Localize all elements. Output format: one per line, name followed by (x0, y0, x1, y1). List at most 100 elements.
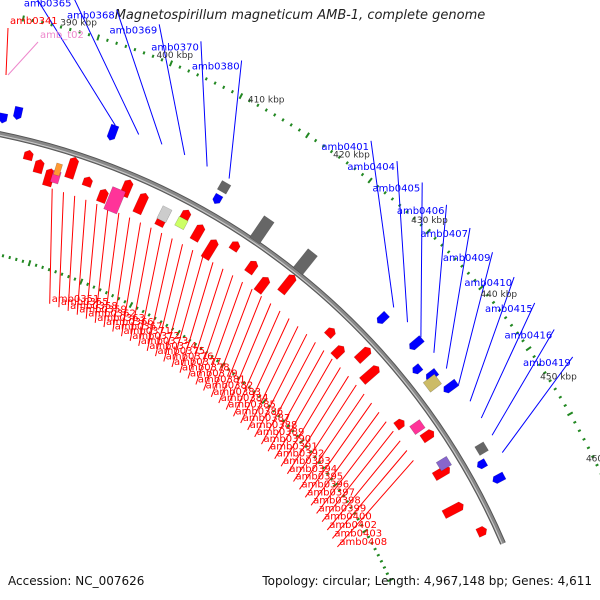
gene-label[interactable]: amb0375 (158, 346, 206, 357)
kbp-tick (182, 334, 186, 339)
olive-feature-box (422, 373, 442, 393)
gene-label[interactable]: amb0407 (420, 229, 468, 240)
leader-line (116, 9, 163, 145)
kbp-tick (362, 528, 369, 534)
gene-label[interactable]: amb0394 (289, 464, 337, 475)
gene-label[interactable]: amb0384 (221, 393, 269, 404)
gene-label[interactable]: amb0376 (166, 352, 214, 363)
kbp-tick (345, 500, 350, 504)
gene-label[interactable]: amb0379 (190, 369, 238, 380)
forward-gene-arrow (189, 224, 206, 243)
kbp-tick (485, 293, 490, 297)
gene-label[interactable]: amb0380 (192, 62, 240, 73)
forward-gene-arrow (200, 239, 219, 262)
gene-label[interactable]: amb0388 (250, 420, 298, 431)
gene-label[interactable]: amb0368 (67, 11, 115, 22)
gene-label[interactable]: amb0396 (302, 479, 350, 490)
gene-label[interactable]: amb0362 (88, 309, 136, 320)
gene-label[interactable]: amb0365 (24, 0, 72, 9)
gene-label[interactable]: amb0410 (464, 278, 512, 289)
gene-label[interactable]: amb0408 (339, 537, 387, 548)
kbp-tick (433, 236, 437, 241)
kbp-tick (67, 274, 70, 279)
reverse-gene-arrow (492, 471, 507, 484)
gene-label[interactable]: amb0397 (307, 487, 355, 498)
reverse-gene-arrow (476, 458, 489, 470)
leader-line (146, 238, 173, 352)
gene-label[interactable]: amb0401 (321, 142, 369, 153)
kbp-tick (376, 553, 381, 557)
kbp-tick (321, 466, 326, 470)
gene-label[interactable]: amb0372 (132, 331, 180, 342)
kbp-tick (313, 138, 318, 143)
leader-line (321, 430, 394, 523)
gene-label[interactable]: amb0398 (313, 495, 361, 506)
gene-label[interactable]: amb0369 (110, 25, 158, 36)
gene-label[interactable]: amb0363 (97, 313, 145, 324)
gene-label[interactable]: amb0377 (174, 357, 222, 368)
kbp-tick (222, 85, 226, 90)
leader-line (501, 356, 574, 453)
kbp-tick (96, 34, 101, 41)
forward-gene-arrow (95, 188, 109, 205)
leader-line (195, 275, 234, 385)
kbp-tick (295, 434, 300, 438)
gene-label[interactable]: amb0370 (151, 42, 199, 53)
gene-label[interactable]: amb0415 (485, 304, 533, 315)
gene-label[interactable]: amb0386 (236, 406, 284, 417)
gene-label[interactable]: amb0399 (319, 503, 367, 514)
gene-label[interactable]: amb0371 (124, 326, 172, 337)
kbp-tick (54, 270, 58, 274)
gene-label[interactable]: amb0355 (61, 297, 109, 308)
kbp-tick (257, 394, 262, 399)
kbp-tick (199, 346, 203, 351)
gene-label[interactable]: amb0366 (106, 317, 154, 328)
leader-line (163, 249, 194, 362)
gene-label[interactable]: amb0385 (228, 400, 276, 411)
gene-label-layer: amb0341amb_t02amb0351amb0355amb0358amb03… (10, 0, 571, 548)
backbone-layer (0, 131, 506, 545)
kbp-tick (128, 301, 134, 309)
kbp-tick (367, 177, 373, 184)
kbp-tick (298, 438, 305, 445)
map-title: Magnetospirillum magneticum AMB-1, compl… (115, 8, 486, 23)
gene-label[interactable]: amb0383 (213, 387, 261, 398)
gene-label[interactable]: amb0419 (523, 358, 571, 369)
gene-label[interactable]: amb0382 (206, 381, 254, 392)
gene-label[interactable]: amb_t02 (40, 30, 84, 41)
gene-label[interactable]: amb0381 (198, 375, 246, 386)
gene-label[interactable]: amb0405 (373, 184, 421, 195)
kbp-tick (360, 172, 365, 177)
gene-label[interactable]: amb0358 (70, 301, 118, 312)
leader-line (37, 0, 116, 126)
gene-label[interactable]: amb0359 (79, 305, 127, 316)
gene-label[interactable]: amb0416 (505, 331, 553, 342)
forward-gene-arrow (22, 149, 34, 162)
leader-line (155, 244, 183, 357)
gene-label[interactable]: amb0406 (397, 206, 445, 217)
gene-label[interactable]: amb0393 (283, 456, 331, 467)
gene-label[interactable]: amb0391 (270, 441, 318, 452)
gene-label[interactable]: amb0400 (324, 512, 372, 523)
gene-label[interactable]: amb0351 (52, 294, 100, 305)
accession-text: Accession: NC_007626 (8, 574, 144, 588)
gene-label[interactable]: amb0367 (115, 322, 163, 333)
gene-label[interactable]: amb0403 (334, 528, 382, 539)
gene-label[interactable]: amb0378 (182, 363, 230, 374)
gene-label[interactable]: amb0395 (296, 472, 344, 483)
gene-label[interactable]: amb0392 (277, 449, 325, 460)
kbp-tick (405, 210, 409, 214)
gene-label[interactable]: amb0404 (347, 162, 395, 173)
gene-label[interactable]: amb0374 (149, 341, 197, 352)
gene-label[interactable]: amb0373 (141, 336, 189, 347)
gene-label[interactable]: amb0390 (264, 434, 312, 445)
gene-label[interactable]: amb0387 (243, 413, 291, 424)
kbp-tick (453, 257, 458, 261)
leader-line (304, 402, 373, 498)
gene-label[interactable]: amb0341 (10, 16, 58, 27)
gene-label[interactable]: amb0402 (329, 520, 377, 531)
gene-label[interactable]: amb0389 (257, 427, 305, 438)
kbp-tick (321, 144, 326, 148)
kbp-tick (142, 51, 146, 55)
gene-label[interactable]: amb0409 (443, 253, 491, 264)
